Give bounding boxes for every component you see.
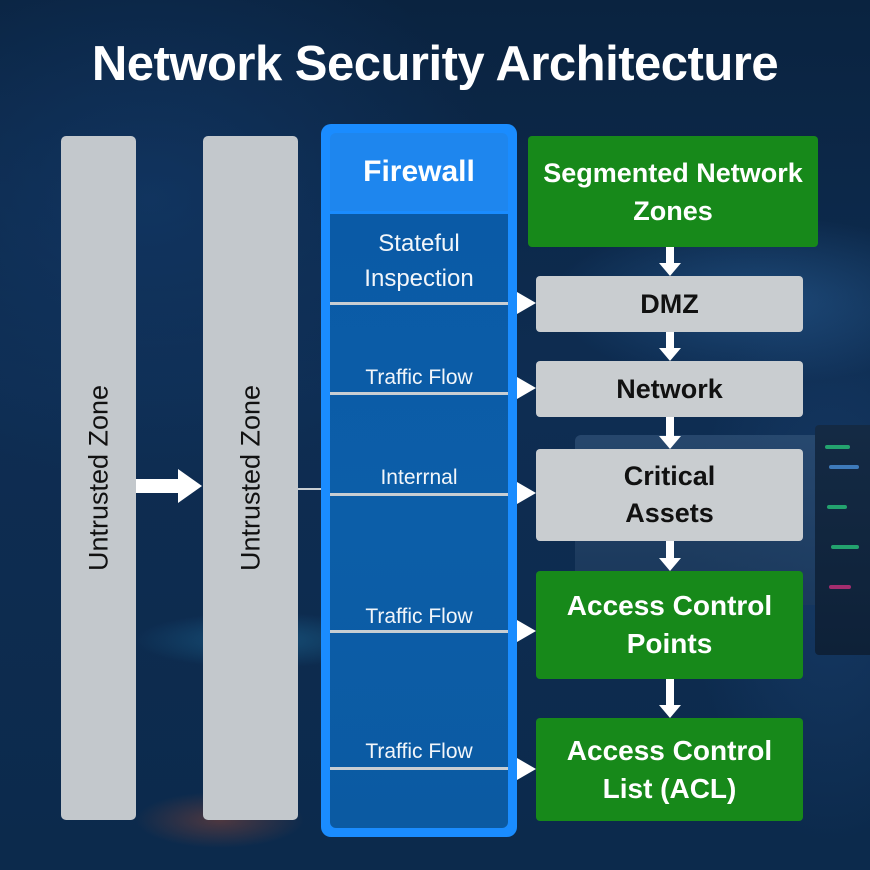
background-monitor-code xyxy=(815,425,870,655)
untrusted-zone-outer: Untrusted Zone xyxy=(61,136,136,820)
zone-label: Untrusted Zone xyxy=(83,384,113,572)
arrow-right-icon xyxy=(517,292,536,314)
arrow-down-icon xyxy=(659,679,681,718)
access-control-list-box: Access Control List (ACL) xyxy=(536,718,803,821)
untrusted-zone-inner: Untrusted Zone xyxy=(203,136,298,820)
access-control-points-box: Access Control Points xyxy=(536,571,803,679)
firewall-divider xyxy=(330,493,508,496)
critical-assets-box: Critical Assets xyxy=(536,449,803,541)
arrow-down-icon xyxy=(659,247,681,276)
firewall-item-internal: Interrnal xyxy=(380,466,458,489)
zone-arrow-icon xyxy=(136,469,202,503)
segmented-network-zones-box: Segmented Network Zones xyxy=(528,136,818,247)
dmz-box: DMZ xyxy=(536,276,803,332)
box-label: Access Control Points xyxy=(566,590,773,659)
firewall-item-traffic-flow: Traffic Flow xyxy=(365,740,473,763)
network-box: Network xyxy=(536,361,803,417)
firewall-item-traffic-flow: Traffic Flow xyxy=(365,366,473,389)
firewall-item-traffic-flow: Traffic Flow xyxy=(365,605,473,628)
firewall-panel: Firewall Stateful Inspection Traffic Flo… xyxy=(321,124,517,837)
box-label: Network xyxy=(616,373,723,404)
zone-connector-line xyxy=(298,488,322,490)
firewall-divider xyxy=(330,630,508,633)
diagram-title: Network Security Architecture xyxy=(91,37,779,91)
box-label: Access Control List (ACL) xyxy=(566,734,773,804)
arrow-down-icon xyxy=(659,541,681,571)
box-label: Critical Assets xyxy=(623,461,716,528)
arrow-down-icon xyxy=(659,332,681,361)
arrow-right-icon xyxy=(517,620,536,642)
box-label: DMZ xyxy=(640,288,699,319)
firewall-header: Firewall xyxy=(330,133,508,211)
firewall-item-stateful-inspection: Stateful Inspection xyxy=(364,230,474,292)
firewall-body: Stateful Inspection Traffic Flow Interrn… xyxy=(330,214,508,828)
zone-label: Untrusted Zone xyxy=(235,384,265,572)
arrow-right-icon xyxy=(517,482,536,504)
arrow-right-icon xyxy=(517,758,536,780)
firewall-divider xyxy=(330,392,508,395)
arrow-down-icon xyxy=(659,417,681,449)
firewall-divider xyxy=(330,302,508,305)
firewall-divider xyxy=(330,767,508,770)
box-label: Segmented Network Zones xyxy=(543,157,803,226)
arrow-right-icon xyxy=(517,377,536,399)
